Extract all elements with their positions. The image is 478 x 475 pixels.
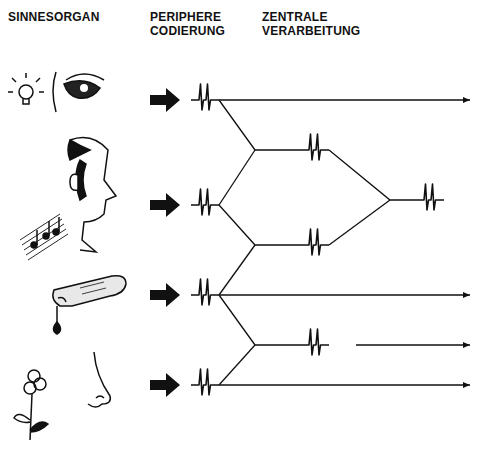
eye-and-bulb bbox=[8, 72, 104, 112]
input-arrow bbox=[150, 88, 180, 397]
finger-and-drop bbox=[53, 276, 126, 334]
nose-and-flower bbox=[14, 352, 110, 440]
ear-and-music bbox=[20, 138, 116, 260]
nerve-line bbox=[219, 100, 470, 385]
spike-symbol bbox=[191, 84, 444, 395]
column-heading: ZENTRALE VERARBEITUNG bbox=[262, 10, 374, 38]
column-heading: SINNESORGAN bbox=[8, 10, 128, 24]
column-heading: PERIPHERE CODIERUNG bbox=[150, 10, 242, 38]
